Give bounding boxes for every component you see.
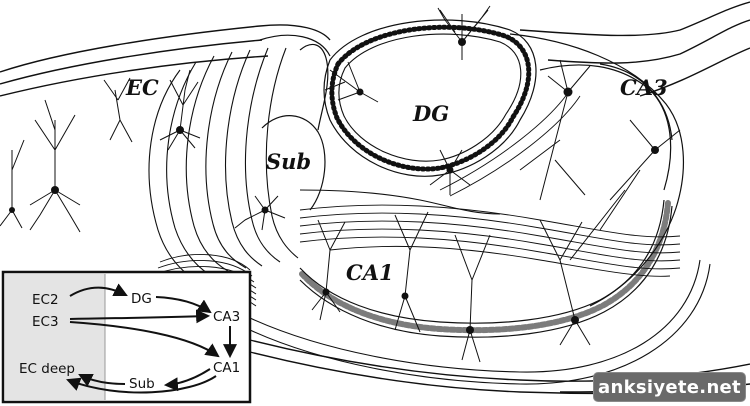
node-ec2: EC2 <box>32 292 59 308</box>
arrow-ec3-ca3 <box>69 309 211 324</box>
node-dg: DG <box>131 291 152 307</box>
subiculum-outlines <box>259 34 331 211</box>
neuron-somata <box>9 38 659 334</box>
arrow-ca1-sub <box>163 368 211 392</box>
ca3-outlines <box>509 33 684 307</box>
label-ec: EC <box>125 75 159 100</box>
arrow-sub-ecdeep <box>78 374 126 387</box>
pyramidal-layer <box>249 199 711 385</box>
arrow-ca1-ecdeep <box>66 375 217 394</box>
label-dg: DG <box>412 101 449 126</box>
label-ca1: CA1 <box>346 260 394 285</box>
watermark-badge: anksiyete.net <box>593 372 746 402</box>
label-ca3: CA3 <box>620 75 668 100</box>
fiber-bundle <box>299 89 681 277</box>
circuit-inset: EC2 EC3 DG CA3 CA1 Sub EC deep <box>1 270 252 404</box>
arrow-ec3-ca1 <box>69 321 220 358</box>
node-sub: Sub <box>129 376 155 392</box>
node-ca3: CA3 <box>213 309 240 325</box>
node-ec-deep: EC deep <box>19 361 75 377</box>
watermark-text: anksiyete.net <box>598 376 741 398</box>
node-ca1: CA1 <box>213 360 240 376</box>
node-ec3: EC3 <box>32 314 59 330</box>
neurons <box>0 5 681 363</box>
label-sub: Sub <box>266 149 311 174</box>
arrow-ec2-dg <box>69 283 128 297</box>
